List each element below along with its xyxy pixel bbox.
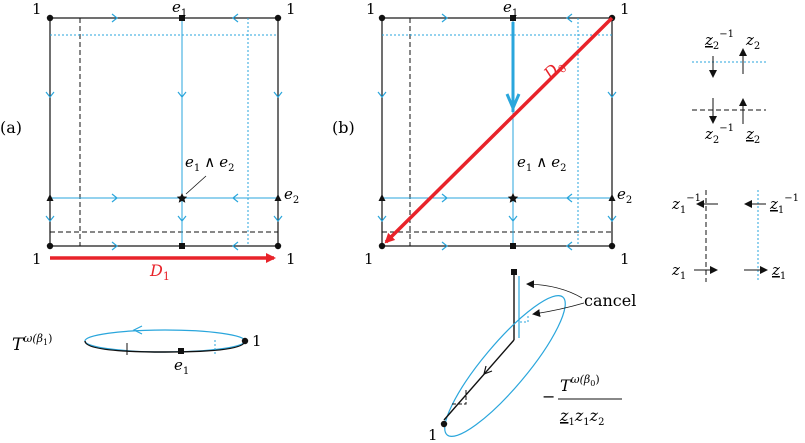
- panel-b-corner-tr: 1: [620, 0, 630, 18]
- loop-a-end-vertex: [241, 337, 249, 345]
- panel-a-square: [49, 17, 279, 247]
- panel-a: 1 1 1 1 (a) e1 e2 e1∧e2 D1: [0, 0, 299, 283]
- legend: z2−1 z2 z2−1 z2 z1−1 z1−1 z1 z1: [671, 29, 799, 282]
- loop-b-T-numerator: Tω(β0): [560, 373, 600, 395]
- loop-a-ellipse: [84, 329, 246, 353]
- loop-b-direction-arrow: [483, 365, 493, 375]
- panel-a-corner-tr: 1: [286, 0, 296, 18]
- panel-a-label: (a): [0, 118, 22, 137]
- panel-b-corner-tl: 1: [366, 0, 376, 18]
- loop-a: Tω(β1) 1 e1: [12, 325, 262, 377]
- panel-a-wedge: e1∧e2: [185, 153, 235, 174]
- panel-b-corner-bl: 1: [364, 250, 374, 268]
- loop-b: 1 cancel − Tω(β0) z1z1z2: [428, 269, 636, 443]
- panel-b-label: (b): [332, 118, 355, 137]
- loop-b-cancel-pointer-2: [532, 302, 585, 318]
- panel-b-edge-arrows: [377, 13, 617, 251]
- panel-a-e1: e1: [172, 0, 187, 19]
- loop-b-denominator: z1z1z2: [559, 406, 604, 428]
- panel-b-thick-blue-arrowhead: [505, 93, 521, 112]
- panel-b-e2: e2: [617, 185, 632, 206]
- loop-a-end-label: 1: [252, 332, 262, 350]
- loop-b-top-vertex: [511, 269, 517, 275]
- loop-b-dotted-tick: [520, 316, 529, 323]
- loop-a-T-label: Tω(β1): [12, 332, 52, 355]
- panel-b-d0-label: D0: [539, 55, 569, 85]
- panel-b-corner-br: 1: [620, 250, 630, 268]
- panel-b-vertices: [378, 14, 616, 250]
- panel-a-corner-tl: 1: [32, 0, 42, 18]
- loop-b-ellipse: [444, 295, 566, 437]
- loop-a-black-arc: [84, 340, 246, 353]
- panel-b: 1 1 1 1 (b) e1 e2 e1∧e2 D0: [332, 0, 632, 268]
- loop-b-bottom-vertex: [440, 420, 448, 428]
- loop-b-black-path: [443, 339, 515, 421]
- loop-b-dashed-tick: [452, 390, 467, 405]
- legend-z2-top: z2: [745, 31, 760, 52]
- loop-a-e1-label: e1: [174, 356, 189, 377]
- panel-a-d1-label: D1: [149, 261, 170, 283]
- panel-a-corner-bl: 1: [32, 250, 42, 268]
- legend-z1-inv-right: z1−1: [769, 193, 799, 216]
- panel-b-square: [381, 17, 613, 247]
- panel-b-e1: e1: [503, 0, 518, 19]
- loop-b-cancel-label: cancel: [584, 291, 636, 310]
- legend-z1-right: z1: [771, 261, 786, 282]
- legend-z2-inv-bottom: z2−1: [704, 123, 734, 146]
- legend-z1-left: z1: [671, 261, 686, 282]
- panel-b-d0-arrow: [384, 16, 614, 244]
- panel-a-e2: e2: [284, 185, 299, 206]
- panel-a-edge-arrows: [45, 13, 283, 251]
- loop-b-cancel-pointer-1: [526, 280, 583, 299]
- panel-a-vertices: [46, 14, 282, 250]
- loop-b-bottom-label: 1: [428, 426, 438, 443]
- legend-z2-inv-top: z2−1: [704, 29, 734, 52]
- panel-b-wedge: e1∧e2: [517, 153, 567, 174]
- legend-z1-inv-left: z1−1: [671, 193, 701, 216]
- panel-a-corner-br: 1: [286, 250, 296, 268]
- loop-a-direction-arrow: [132, 325, 143, 335]
- loop-b-minus: −: [542, 387, 555, 406]
- panel-a-wedge-pointer: [185, 175, 207, 195]
- legend-z2-bottom: z2: [745, 125, 760, 146]
- loop-a-square-vertex: [178, 348, 184, 354]
